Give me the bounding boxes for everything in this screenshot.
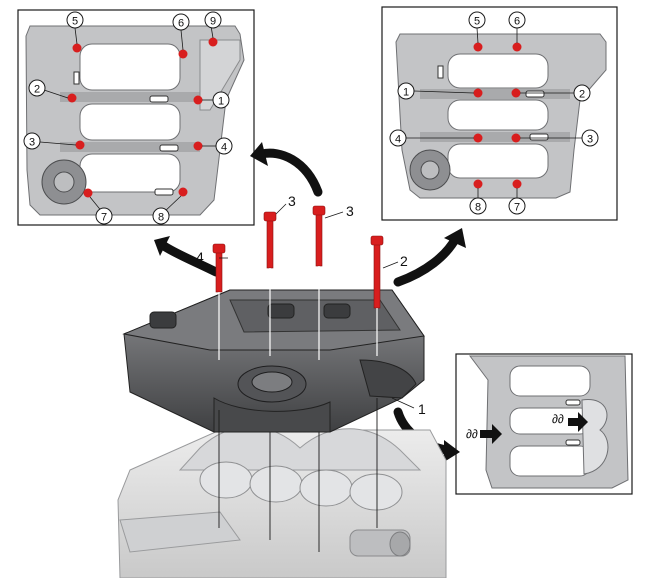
callout-7: 7 — [95, 207, 113, 225]
arrow-to-top-left-panel — [257, 148, 323, 197]
panel-top-left: 5 6 9 2 1 3 4 7 8 — [17, 9, 255, 226]
alignment-lines — [218, 266, 378, 360]
bolt-point — [511, 88, 521, 98]
cylinder-block — [117, 426, 447, 579]
bolt-point — [473, 133, 483, 143]
bolt-points-top-right — [473, 42, 522, 189]
svg-text:1: 1 — [403, 87, 409, 99]
arrow-to-top-right-panel — [393, 233, 461, 287]
svg-text:1: 1 — [218, 96, 224, 108]
bolt-4 — [212, 243, 226, 293]
bolt-3-left — [263, 211, 277, 269]
bolt-3-right — [312, 205, 326, 267]
lower-crankcase — [122, 289, 425, 433]
bolt-point — [72, 43, 82, 53]
callout-9: 9 — [204, 11, 222, 29]
callout-1: 1 — [212, 91, 230, 109]
bolt-label-3: 3 — [288, 193, 296, 209]
svg-text:4: 4 — [221, 142, 227, 154]
callouts-top-right: 5 6 1 2 4 3 8 7 — [389, 11, 599, 215]
svg-text:9: 9 — [210, 16, 216, 28]
lower-case-side-detail — [469, 355, 629, 489]
bolts — [212, 205, 384, 309]
svg-text:5: 5 — [474, 16, 480, 28]
bolt-points-top-left — [67, 37, 218, 198]
arrow-to-top-left-panel-2 — [159, 241, 221, 277]
bolt-point — [511, 133, 521, 143]
bolt-point — [178, 187, 188, 197]
callout-4: 4 — [389, 129, 407, 147]
bolt-point — [178, 49, 188, 59]
svg-text:6: 6 — [514, 16, 520, 28]
callout-5: 5 — [468, 11, 486, 29]
bolt-point — [512, 42, 522, 52]
callout-8: 8 — [469, 197, 487, 215]
svg-text:6: 6 — [178, 18, 184, 30]
bolt-point — [67, 93, 77, 103]
leaders-top-left — [39, 25, 216, 214]
main-labels: 4 3 3 2 1 — [196, 193, 426, 417]
callout-4: 4 — [215, 137, 233, 155]
svg-text:3: 3 — [587, 134, 593, 146]
bolt-point — [193, 141, 203, 151]
panel-top-right: 5 6 1 2 4 3 8 7 — [381, 6, 618, 221]
callout-6: 6 — [508, 11, 526, 29]
svg-text:7: 7 — [514, 202, 520, 214]
callout-2: 2 — [573, 84, 591, 102]
svg-text:4: 4 — [395, 134, 401, 146]
bolt-label-2: 2 — [400, 253, 408, 269]
sealant-arrow-right — [568, 412, 588, 432]
lower-case-top-view-right — [395, 33, 607, 199]
svg-text:2: 2 — [34, 84, 40, 96]
part-label-1: 1 — [418, 401, 426, 417]
bolt-point — [473, 42, 483, 52]
svg-text:3: 3 — [29, 137, 35, 149]
callout-6: 6 — [172, 13, 190, 31]
bolt-point — [193, 95, 203, 105]
alignment-lines-lower — [218, 398, 378, 552]
callout-8: 8 — [152, 207, 170, 225]
droplet-icon: ∂∂ — [466, 427, 478, 441]
callout-5: 5 — [66, 11, 84, 29]
panel-bottom-right: ∂∂ ∂∂ — [455, 353, 633, 495]
callout-3: 3 — [581, 129, 599, 147]
bolt-label-3-right: 3 — [346, 203, 354, 219]
bolt-point — [512, 179, 522, 189]
bolt-point — [208, 37, 218, 47]
callout-7: 7 — [508, 197, 526, 215]
svg-text:8: 8 — [475, 202, 481, 214]
lower-case-top-view-left — [25, 25, 245, 216]
leaders-top-right — [406, 27, 582, 198]
callout-2: 2 — [28, 79, 46, 97]
svg-text:2: 2 — [579, 89, 585, 101]
callouts-top-left: 5 6 9 2 1 3 4 7 8 — [23, 11, 233, 225]
svg-text:8: 8 — [158, 212, 164, 224]
bolt-label-4: 4 — [196, 249, 204, 265]
crankshaft-journals — [199, 461, 403, 511]
svg-text:5: 5 — [72, 16, 78, 28]
bolt-point — [83, 188, 93, 198]
bolt-point — [75, 140, 85, 150]
callout-1: 1 — [397, 82, 415, 100]
sealant-arrow-left — [480, 424, 502, 444]
droplet-icon: ∂∂ — [552, 412, 564, 426]
bolt-point — [473, 88, 483, 98]
callout-3: 3 — [23, 132, 41, 150]
svg-text:7: 7 — [101, 212, 107, 224]
bolt-point — [473, 179, 483, 189]
